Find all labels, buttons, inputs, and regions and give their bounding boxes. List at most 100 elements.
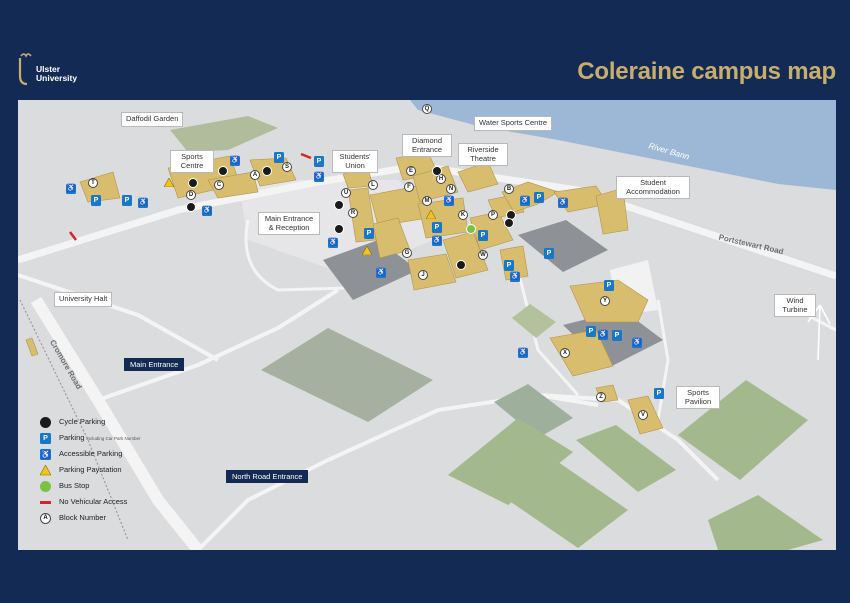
block-marker[interactable]: A xyxy=(250,170,260,180)
wheelchair-icon[interactable]: ♿ xyxy=(518,348,528,358)
parking-icon[interactable]: P xyxy=(364,228,374,239)
parking-icon: P xyxy=(40,433,51,444)
legend-parking-text: Parking xyxy=(59,433,85,442)
block-marker[interactable]: L xyxy=(368,180,378,190)
cycle-parking-icon[interactable] xyxy=(262,166,272,176)
block-marker[interactable]: K xyxy=(458,210,468,220)
cycle-parking-icon[interactable] xyxy=(456,260,466,270)
label-main-entrance-reception: Main Entrance & Reception xyxy=(258,212,320,235)
parking-icon[interactable]: P xyxy=(91,195,101,206)
label-riverside-theatre: Riverside Theatre xyxy=(458,143,508,166)
ulster-logo-mark-icon xyxy=(18,53,32,86)
warning-triangle-icon xyxy=(40,465,51,476)
wheelchair-icon[interactable]: ♿ xyxy=(328,238,338,248)
block-marker[interactable]: H xyxy=(436,174,446,184)
wheelchair-icon[interactable]: ♿ xyxy=(66,184,76,194)
label-sports-pavilion: Sports Pavilion xyxy=(676,386,720,409)
cycle-parking-icon xyxy=(40,417,51,428)
wheelchair-icon[interactable]: ♿ xyxy=(376,268,386,278)
pitch xyxy=(708,495,823,550)
wheelchair-icon[interactable]: ♿ xyxy=(314,172,324,182)
block-number-icon: A xyxy=(40,513,51,524)
block-marker[interactable]: X xyxy=(560,348,570,358)
logo-text-ulster: Ulster xyxy=(36,64,61,74)
cycle-parking-icon[interactable] xyxy=(218,166,228,176)
wheelchair-icon[interactable]: ♿ xyxy=(632,338,642,348)
label-north-road-entrance[interactable]: North Road Entrance xyxy=(226,470,309,483)
page-title: Coleraine campus map xyxy=(577,58,836,85)
pitch xyxy=(494,384,573,438)
warning-triangle-icon[interactable] xyxy=(362,246,372,255)
parking-icon[interactable]: P xyxy=(544,248,554,259)
wheelchair-icon[interactable]: ♿ xyxy=(520,196,530,206)
label-students-union: Students' Union xyxy=(332,150,378,173)
car-park xyxy=(518,220,608,272)
cycle-parking-icon[interactable] xyxy=(334,224,344,234)
parking-icon[interactable]: P xyxy=(274,152,284,163)
parking-icon[interactable]: P xyxy=(586,326,596,337)
pitch xyxy=(448,418,573,505)
label-diamond-entrance: Diamond Entrance xyxy=(402,134,452,157)
wheelchair-icon[interactable]: ♿ xyxy=(598,330,608,340)
block-marker[interactable]: U xyxy=(341,188,351,198)
parking-icon[interactable]: P xyxy=(654,388,664,399)
legend-parking-note: including Car Park Number xyxy=(86,436,141,441)
cycle-parking-icon[interactable] xyxy=(186,202,196,212)
label-wind-turbine: Wind Turbine xyxy=(774,294,816,317)
wheelchair-icon[interactable]: ♿ xyxy=(432,236,442,246)
warning-triangle-icon[interactable] xyxy=(164,178,174,187)
wheelchair-icon[interactable]: ♿ xyxy=(510,272,520,282)
daffodil-garden-area xyxy=(170,116,278,152)
block-marker[interactable]: F xyxy=(404,182,414,192)
bus-icon[interactable] xyxy=(466,224,476,234)
block-marker[interactable]: W xyxy=(478,250,488,260)
parking-icon[interactable]: P xyxy=(534,192,544,203)
parking-icon[interactable]: P xyxy=(122,195,132,206)
block-marker[interactable]: R xyxy=(348,208,358,218)
no-vehicular-access-markers xyxy=(69,152,312,241)
pitch xyxy=(508,462,628,548)
parking-icon[interactable]: P xyxy=(314,156,324,167)
label-sports-centre: Sports Centre xyxy=(170,150,214,173)
wheelchair-icon: ♿ xyxy=(40,449,51,460)
block-marker[interactable]: D xyxy=(186,190,196,200)
block-marker[interactable]: T xyxy=(88,178,98,188)
car-park xyxy=(323,240,418,300)
block-marker[interactable]: Y xyxy=(600,296,610,306)
parking-icon[interactable]: P xyxy=(604,280,614,291)
block-marker[interactable]: M xyxy=(422,196,432,206)
cycle-parking-icon[interactable] xyxy=(504,218,514,228)
block-marker[interactable]: N xyxy=(446,184,456,194)
label-student-accommodation: Student Accommodation xyxy=(616,176,690,199)
block-marker[interactable]: C xyxy=(214,180,224,190)
label-main-entrance[interactable]: Main Entrance xyxy=(124,358,185,371)
cycle-parking-icon[interactable] xyxy=(334,200,344,210)
cycle-parking-icon[interactable] xyxy=(188,178,198,188)
block-marker[interactable]: E xyxy=(406,166,416,176)
wheelchair-icon[interactable]: ♿ xyxy=(138,198,148,208)
block-marker[interactable]: P xyxy=(488,210,498,220)
wheelchair-icon[interactable]: ♿ xyxy=(558,198,568,208)
label-water-sports-centre: Water Sports Centre xyxy=(474,116,553,131)
parking-icon[interactable]: P xyxy=(432,222,442,233)
block-marker[interactable]: G xyxy=(402,248,412,258)
logo-text-university: University xyxy=(36,73,78,83)
campus-map[interactable]: Daffodil Garden Water Sports Centre Spor… xyxy=(18,100,836,550)
block-marker[interactable]: B xyxy=(504,184,514,194)
block-marker[interactable]: V xyxy=(638,410,648,420)
parking-icon[interactable]: P xyxy=(612,330,622,341)
cycle-parking-icon[interactable] xyxy=(432,166,442,176)
ulster-university-logo: Ulster University xyxy=(18,52,98,92)
wheelchair-icon[interactable]: ♿ xyxy=(230,156,240,166)
parking-icon[interactable]: P xyxy=(478,230,488,241)
warning-triangle-icon[interactable] xyxy=(426,210,436,219)
wheelchair-icon[interactable]: ♿ xyxy=(444,196,454,206)
block-marker[interactable]: S xyxy=(282,162,292,172)
wheelchair-icon[interactable]: ♿ xyxy=(202,206,212,216)
map-artwork xyxy=(18,100,836,550)
pitch xyxy=(576,425,676,492)
block-marker[interactable]: Q xyxy=(422,104,432,114)
block-marker[interactable]: J xyxy=(418,270,428,280)
parking-icon[interactable]: P xyxy=(504,260,514,271)
block-marker[interactable]: Z xyxy=(596,392,606,402)
